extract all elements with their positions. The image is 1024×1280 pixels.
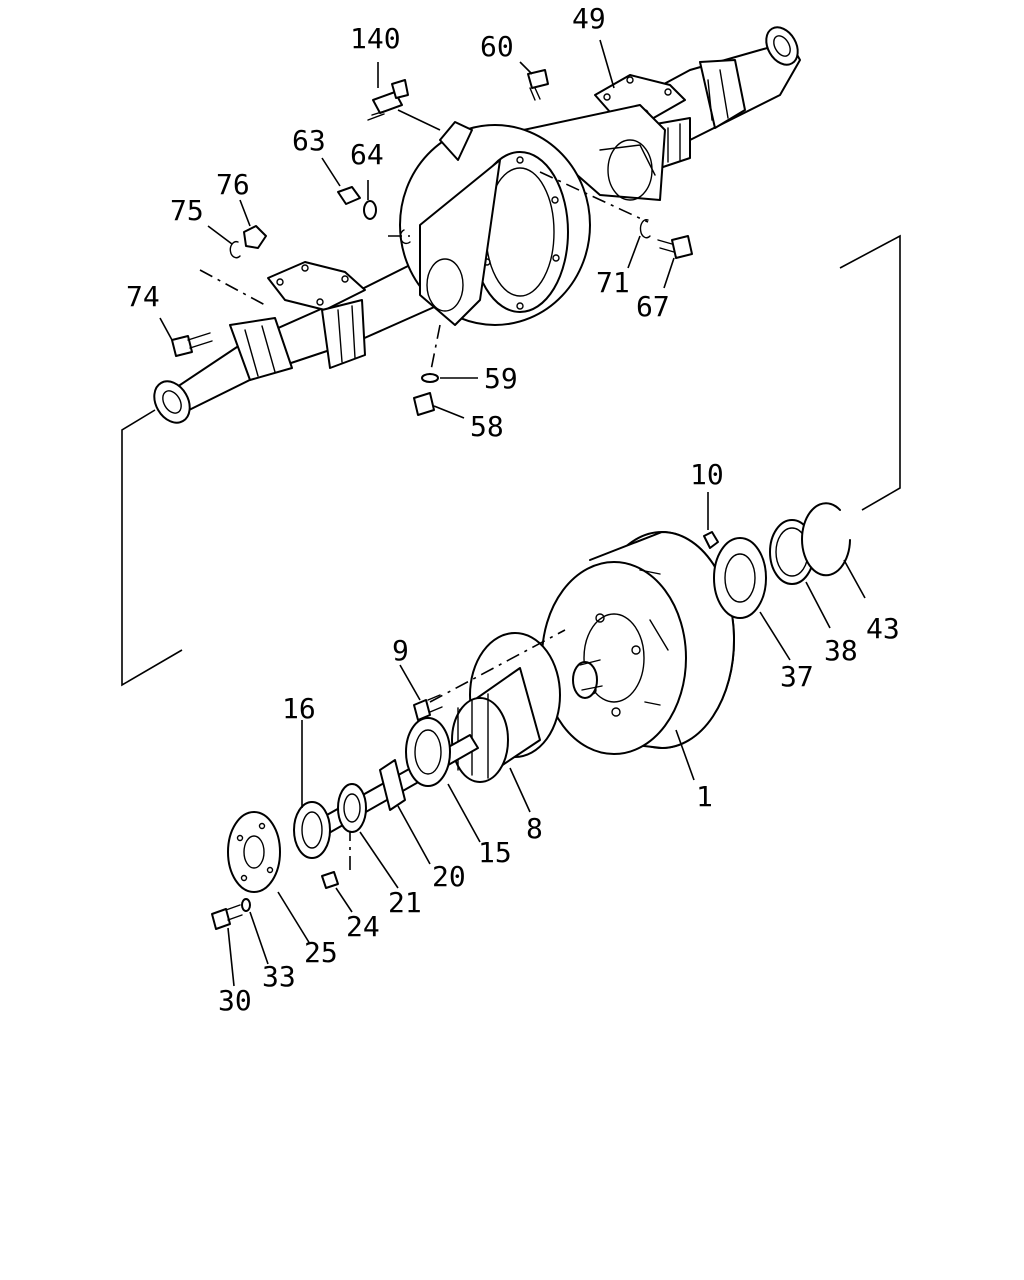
callout-15: 15 [478,836,512,869]
hub-and-shaft [451,632,603,783]
bearings-and-seals [211,694,451,930]
callout-21: 21 [388,886,422,919]
callout-76: 76 [216,168,250,201]
callout-74: 74 [126,280,160,313]
alignment-lines-lower [349,629,566,870]
callout-16: 16 [282,692,316,725]
callout-59: 59 [484,362,518,395]
callout-1: 1 [696,780,713,813]
callout-49: 49 [572,2,606,35]
callout-30: 30 [218,984,252,1017]
callout-25: 25 [304,936,338,969]
callout-140: 140 [350,22,401,55]
callout-labels: 140 60 49 63 64 76 75 74 71 67 59 58 10 … [126,2,900,1017]
leader-lines [159,39,866,987]
callout-58: 58 [470,410,504,443]
callout-64: 64 [350,138,384,171]
callout-8: 8 [526,812,543,845]
axle-housing [153,26,801,424]
callout-37: 37 [780,660,814,693]
callout-24: 24 [346,910,380,943]
callout-75: 75 [170,194,204,227]
callout-10: 10 [690,458,724,491]
callout-60: 60 [480,30,514,63]
hardware-upper [171,69,693,416]
assembly-brackets [121,234,901,687]
callout-33: 33 [262,960,296,993]
alignment-lines-upper [199,171,649,376]
callout-71: 71 [596,266,630,299]
callout-67: 67 [636,290,670,323]
bearings-right [703,502,851,619]
callout-20: 20 [432,860,466,893]
callout-43: 43 [866,612,900,645]
callout-38: 38 [824,634,858,667]
brake-drum [541,531,735,755]
callout-63: 63 [292,124,326,157]
callout-9: 9 [392,634,409,667]
